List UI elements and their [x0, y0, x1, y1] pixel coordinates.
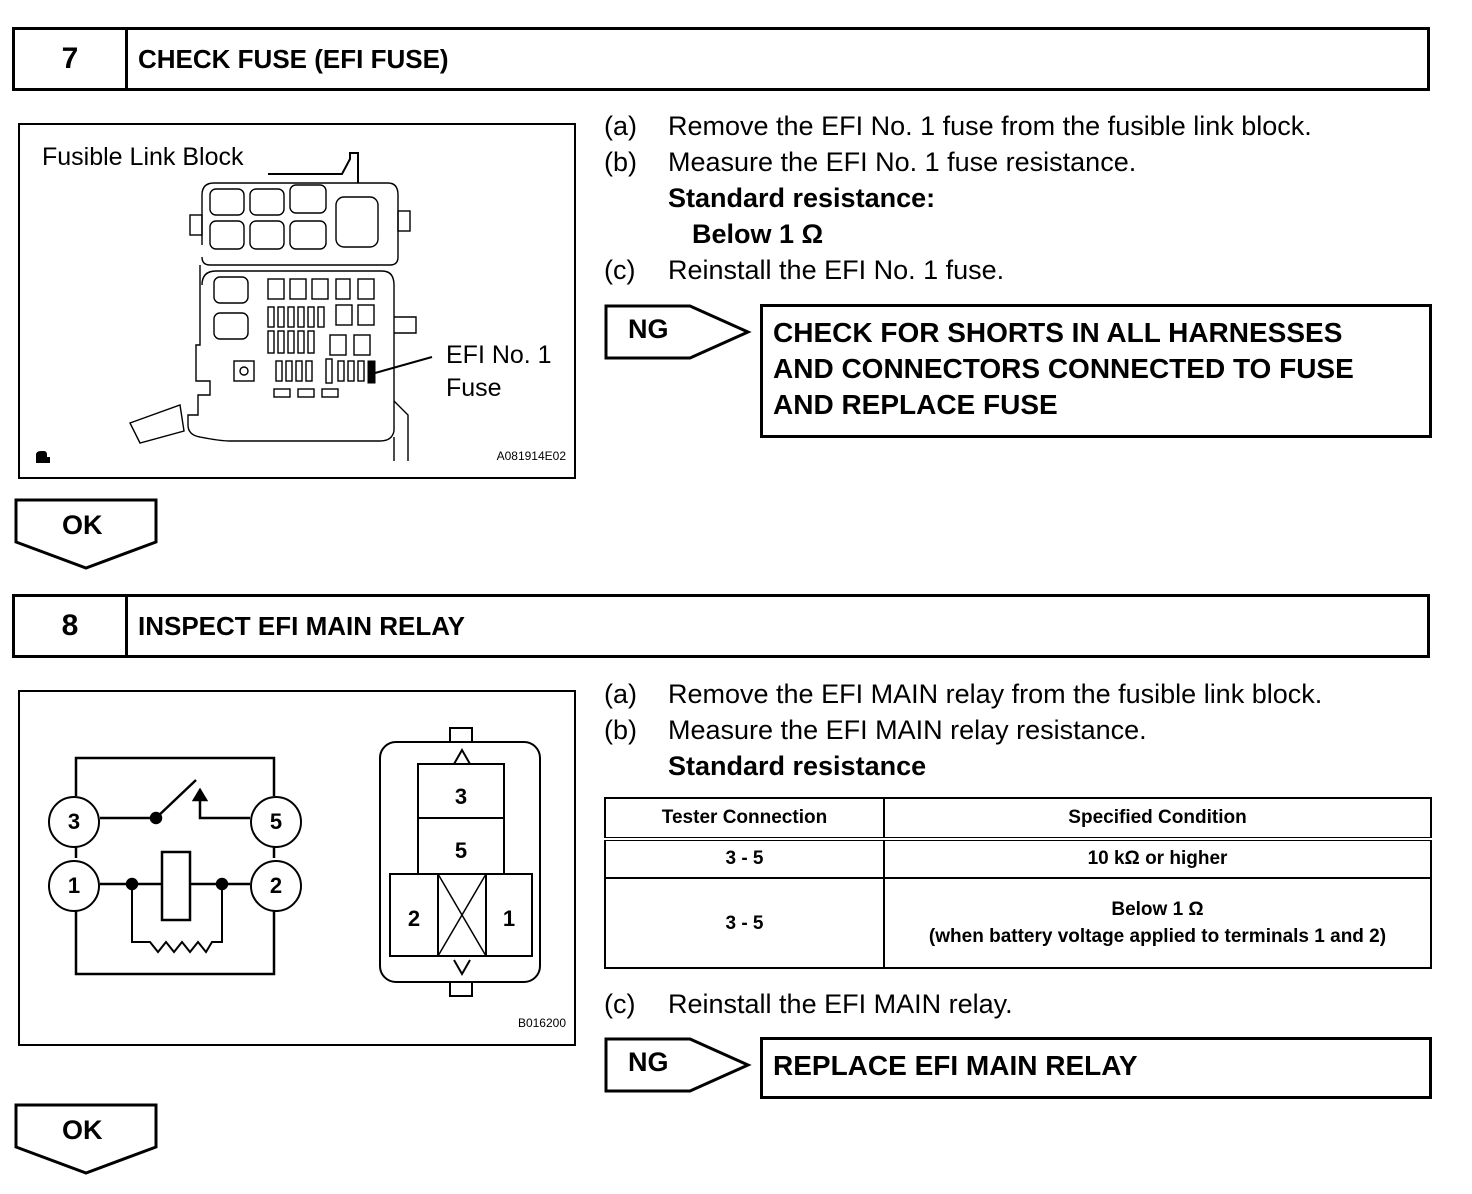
instruction-label: (a)	[604, 111, 637, 141]
relay-circuit-diagram	[74, 756, 276, 976]
step-8-ng-action-box: REPLACE EFI MAIN RELAY	[760, 1037, 1432, 1099]
step-7-ng-arrow[interactable]	[604, 304, 752, 360]
standard-resistance-heading: Standard resistance	[668, 751, 927, 781]
table-row: 3 - 5 Below 1 Ω (when battery voltage ap…	[604, 877, 1432, 969]
connector-cell-5: 5	[454, 838, 468, 863]
relay-terminal-1: 1	[48, 860, 100, 912]
step-7-header: 7 CHECK FUSE (EFI FUSE)	[12, 27, 1430, 91]
figure-code: A081914E02	[496, 449, 566, 463]
step-7-instruction-a: (a) Remove the EFI No. 1 fuse from the fu…	[604, 108, 1312, 144]
tester-connection-cell: 3 - 5	[604, 877, 885, 969]
instruction-label: (a)	[604, 679, 637, 709]
relay-terminal-2: 2	[250, 860, 302, 912]
step-7-ng-label: NG	[628, 314, 669, 344]
instruction-text: Reinstall the EFI No. 1 fuse.	[668, 255, 1005, 285]
step-number: 8	[15, 597, 128, 655]
step-8-ok-arrow[interactable]	[14, 1103, 160, 1177]
relay-figure: B016200 3 5 1 2 3 5 2 1	[18, 690, 576, 1046]
fusible-link-block-drawing	[129, 152, 433, 461]
ng-action-line: REPLACE EFI MAIN RELAY	[773, 1050, 1138, 1081]
step-8-instruction-b: (b) Measure the EFI MAIN relay resistance…	[604, 712, 1147, 748]
condition-line: Below 1 Ω	[1111, 899, 1204, 920]
step-8-ng-arrow[interactable]	[604, 1037, 752, 1093]
header-specified-condition: Specified Condition	[883, 797, 1432, 841]
spec-table: Tester Connection Specified Condition 3 …	[604, 797, 1432, 969]
connector-cell-3: 3	[454, 784, 468, 809]
instruction-text: Measure the EFI No. 1 fuse resistance.	[668, 147, 1137, 177]
step-8-ok-label: OK	[62, 1115, 103, 1145]
ng-action-line: AND CONNECTORS CONNECTED TO FUSE	[773, 353, 1354, 384]
instruction-label: (c)	[604, 989, 636, 1019]
instruction-text: Reinstall the EFI MAIN relay.	[668, 989, 1013, 1019]
standard-resistance-value: Below 1 Ω	[692, 219, 824, 249]
connector-cell-1: 1	[502, 906, 516, 931]
tester-connection-cell: 3 - 5	[604, 838, 885, 879]
figure-code: B016200	[517, 1016, 566, 1030]
step-number: 7	[15, 30, 128, 88]
header-tester-connection: Tester Connection	[604, 797, 885, 841]
standard-resistance-heading: Standard resistance:	[668, 183, 936, 213]
specified-condition-cell: 10 kΩ or higher	[883, 838, 1432, 879]
step-7-instruction-c: (c) Reinstall the EFI No. 1 fuse.	[604, 252, 1004, 288]
fusible-link-block-figure: Fusible Link Block EFI No. 1 Fuse A08191…	[18, 123, 576, 479]
ng-action-line: CHECK FOR SHORTS IN ALL HARNESSES	[773, 317, 1343, 348]
step-8-header: 8 INSPECT EFI MAIN RELAY	[12, 594, 1430, 658]
step-7-ng-action-box: CHECK FOR SHORTS IN ALL HARNESSES AND CO…	[760, 304, 1432, 438]
instruction-label: (b)	[604, 715, 637, 745]
relay-terminal-3: 3	[48, 796, 100, 848]
instruction-label: (b)	[604, 147, 637, 177]
step-8-instruction-c: (c) Reinstall the EFI MAIN relay.	[604, 986, 1013, 1022]
step-title: CHECK FUSE (EFI FUSE)	[138, 43, 449, 74]
step-8-ng-label: NG	[628, 1047, 669, 1077]
efi-fuse-label-line2: Fuse	[446, 374, 502, 402]
instruction-text: Remove the EFI No. 1 fuse from the fusib…	[668, 111, 1312, 141]
vehicle-location-icon	[36, 451, 50, 463]
specified-condition-cell: Below 1 Ω (when battery voltage applied …	[883, 877, 1432, 969]
ng-action-line: AND REPLACE FUSE	[773, 389, 1058, 420]
table-row: 3 - 5 10 kΩ or higher	[604, 838, 1432, 879]
fusible-link-block-label: Fusible Link Block	[42, 143, 244, 171]
step-7-ok-arrow[interactable]	[14, 498, 160, 572]
instruction-text: Measure the EFI MAIN relay resistance.	[668, 715, 1147, 745]
table-header-row: Tester Connection Specified Condition	[604, 797, 1432, 841]
step-8-instruction-a: (a) Remove the EFI MAIN relay from the fu…	[604, 676, 1322, 712]
relay-connector-face	[379, 727, 541, 997]
instruction-text: Remove the EFI MAIN relay from the fusib…	[668, 679, 1323, 709]
efi-fuse-label-line1: EFI No. 1	[446, 341, 552, 369]
instruction-label: (c)	[604, 255, 636, 285]
step-7-ok-label: OK	[62, 510, 103, 540]
step-7-instruction-b: (b) Measure the EFI No. 1 fuse resistance…	[604, 144, 1136, 180]
relay-terminal-5: 5	[250, 796, 302, 848]
condition-note: (when battery voltage applied to termina…	[928, 926, 1387, 947]
step-title: INSPECT EFI MAIN RELAY	[138, 610, 465, 641]
connector-cell-2: 2	[407, 906, 421, 931]
